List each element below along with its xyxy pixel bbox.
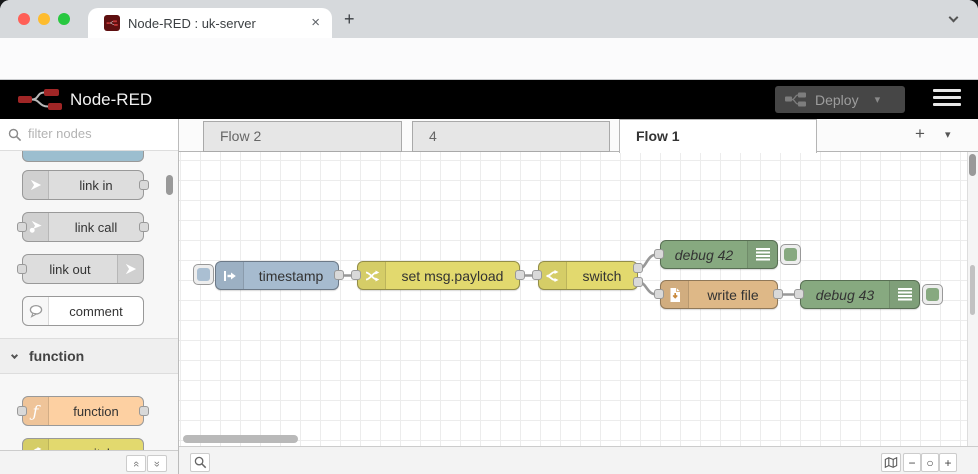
deploy-icon [785,92,806,107]
palette-port [139,222,149,232]
add-flow-button[interactable]: + [915,124,925,143]
port-switch-out-2[interactable] [633,277,643,287]
port-change-out[interactable] [515,270,525,280]
collapse-all-button[interactable]: « [126,455,146,472]
switch-icon [23,439,49,450]
debug-list-icon [747,241,777,268]
debug-43-toggle-button[interactable] [922,284,943,305]
change-icon [358,262,386,289]
switch-icon [539,262,567,289]
zoom-reset-button[interactable]: ○ [921,453,939,472]
new-tab-button[interactable]: + [344,9,355,29]
zoom-in-button[interactable]: + [939,453,957,472]
palette-footer: « « [0,450,178,474]
minimize-window-button[interactable] [38,13,50,25]
debug-42-toggle-button[interactable] [780,244,801,265]
minimap-button[interactable] [881,453,901,472]
debug-list-icon [889,281,919,308]
tab-flow-2[interactable]: Flow 2 [203,121,402,152]
deploy-button[interactable]: Deploy ▾ [775,86,905,113]
map-icon [884,456,898,469]
palette-port [17,264,27,274]
canvas-vertical-scrollbar-thumb[interactable] [969,154,976,176]
tab-flow-4[interactable]: 4 [412,121,610,152]
palette-node-link-call[interactable]: link call [22,212,144,242]
browser-titlebar: Node-RED : uk-server × + [0,0,978,38]
palette-node-partial[interactable] [22,151,144,162]
node-red-favicon [104,15,120,31]
close-tab-icon[interactable]: × [311,14,320,31]
port-inject-out[interactable] [334,270,344,280]
palette-scrollbar-thumb[interactable] [166,175,173,195]
canvas-horizontal-scrollbar-thumb[interactable] [183,435,298,443]
link-out-icon [117,255,143,283]
chevron-down-icon [10,351,19,359]
workspace-footer: − ○ + [179,446,978,474]
tab-flow-1-active[interactable]: Flow 1 [619,119,817,153]
port-debug-43-in[interactable] [794,289,804,299]
workspace: Flow 2 4 Flow 1 + ▾ [179,119,978,474]
palette-node-switch[interactable]: switch [22,438,144,450]
flow-canvas[interactable]: timestamp set msg.payload switch debug 4… [179,152,978,446]
node-debug-42[interactable]: debug 42 [660,240,778,269]
palette-node-link-out[interactable]: link out [22,254,144,284]
search-icon [8,128,22,142]
palette-port [139,180,149,190]
fullscreen-window-button[interactable] [58,13,70,25]
flow-tab-bar: Flow 2 4 Flow 1 + ▾ [179,119,978,153]
close-window-button[interactable] [18,13,30,25]
node-write-file[interactable]: write file [660,280,778,309]
node-inject-timestamp[interactable]: timestamp [215,261,339,290]
link-call-icon [23,213,49,241]
palette-port [17,406,27,416]
node-red-header: Node-RED Deploy ▾ [0,80,978,119]
palette-node-link-in[interactable]: link in [22,170,144,200]
flow-list-caret-icon[interactable]: ▾ [945,129,951,141]
palette-node-function[interactable]: ƒ function [22,396,144,426]
deploy-label: Deploy [815,91,859,108]
main-menu-icon[interactable] [933,89,961,110]
search-icon [194,456,206,469]
zoom-out-button[interactable]: − [903,453,921,472]
node-palette: link in link call link out comment f [0,119,179,474]
node-switch[interactable]: switch [538,261,638,290]
port-switch-out-1[interactable] [633,263,643,273]
file-icon [661,281,689,308]
inject-button[interactable] [193,264,214,285]
palette-search-input[interactable] [26,125,166,142]
comment-icon [23,297,49,325]
function-icon: ƒ [23,397,49,425]
browser-tab[interactable]: Node-RED : uk-server × [88,8,332,38]
browser-tab-title: Node-RED : uk-server [128,16,256,31]
deploy-options-caret-icon[interactable]: ▾ [874,94,881,106]
browser-toolbar: ← → Not Secure | uk-server:2718/#flow/a5… [0,38,978,112]
port-write-file-out[interactable] [773,289,783,299]
link-in-icon [23,171,49,199]
port-change-in[interactable] [351,270,361,280]
expand-all-button[interactable]: « [147,455,167,472]
port-switch-in[interactable] [532,270,542,280]
palette-port [139,406,149,416]
palette-port [17,222,27,232]
node-red-logo [18,89,62,110]
port-debug-42-in[interactable] [654,249,664,259]
palette-search[interactable] [0,119,178,151]
inject-icon [216,262,244,289]
tab-overview-chevron-icon[interactable] [948,12,959,23]
canvas-overlay-scrollbar-thumb[interactable] [970,265,975,315]
palette-node-comment[interactable]: comment [22,296,144,326]
node-debug-43[interactable]: debug 43 [800,280,920,309]
node-change-set-msg-payload[interactable]: set msg.payload [357,261,520,290]
app-title: Node-RED [70,90,153,109]
palette-category-function[interactable]: function [0,338,178,374]
port-write-file-in[interactable] [654,289,664,299]
canvas-vertical-scrollbar[interactable] [967,152,978,446]
search-flows-button[interactable] [190,453,210,472]
palette-node-list: link in link call link out comment f [0,151,178,450]
